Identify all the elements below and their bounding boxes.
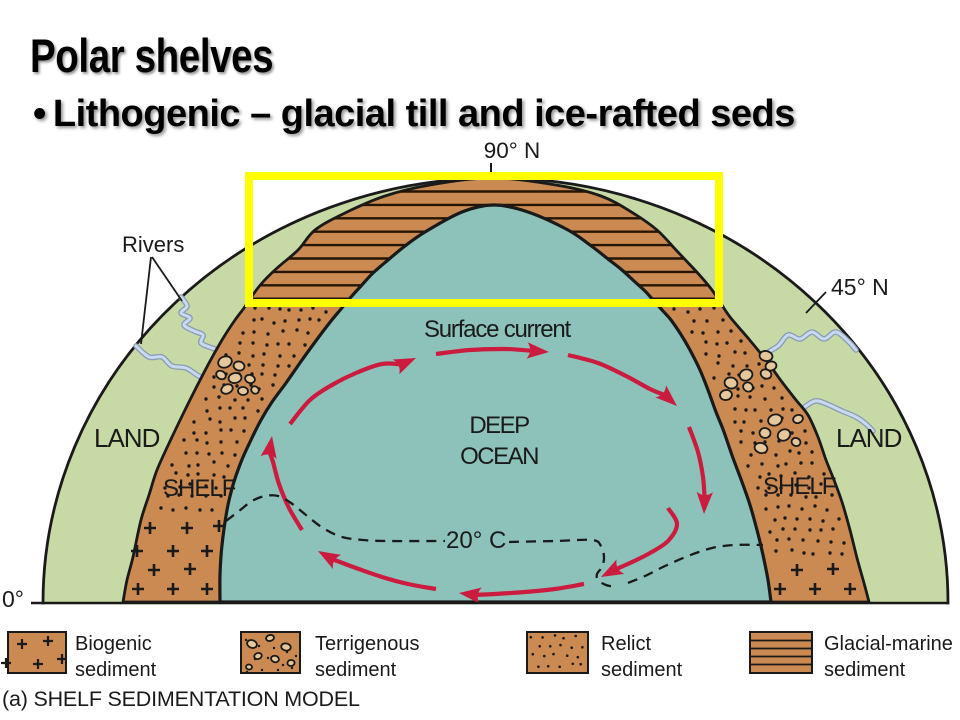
svg-text:sediment: sediment bbox=[601, 659, 683, 681]
svg-text:OCEAN: OCEAN bbox=[460, 443, 538, 470]
svg-text:sediment: sediment bbox=[75, 659, 157, 681]
svg-text:sediment: sediment bbox=[315, 659, 397, 681]
svg-text:DEEP: DEEP bbox=[469, 412, 529, 439]
svg-text:SHELF: SHELF bbox=[763, 473, 836, 500]
svg-text:Relict: Relict bbox=[601, 633, 651, 655]
svg-text:(a) SHELF SEDIMENTATION MODEL: (a) SHELF SEDIMENTATION MODEL bbox=[2, 687, 360, 711]
svg-text:Terrigenous: Terrigenous bbox=[315, 633, 420, 655]
svg-text:45° N: 45° N bbox=[831, 274, 889, 300]
svg-text:LAND: LAND bbox=[836, 423, 902, 453]
svg-text:Surface current: Surface current bbox=[424, 316, 572, 343]
svg-text:Biogenic: Biogenic bbox=[75, 633, 152, 655]
svg-text:90° N: 90° N bbox=[484, 138, 541, 163]
svg-text:SHELF: SHELF bbox=[163, 475, 236, 502]
svg-text:sediment: sediment bbox=[824, 659, 906, 681]
svg-text:0°: 0° bbox=[2, 586, 24, 612]
svg-text:20° C: 20° C bbox=[446, 527, 506, 554]
svg-text:Rivers: Rivers bbox=[122, 232, 184, 257]
svg-text:LAND: LAND bbox=[94, 423, 160, 453]
svg-text:Glacial-marine: Glacial-marine bbox=[824, 633, 953, 655]
